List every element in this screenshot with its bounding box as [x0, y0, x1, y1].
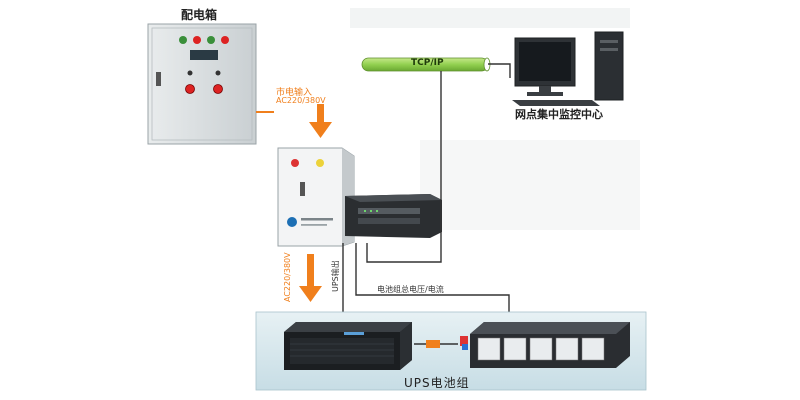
distribution-box-label: 配电箱: [181, 8, 218, 22]
monitoring-center-label: 网点集中监控中心: [515, 108, 603, 121]
meter-display-icon: [190, 50, 218, 60]
background-watermark: [420, 140, 640, 230]
ups-output-label: UPS输出: [331, 260, 340, 292]
monitoring-center-computer: [512, 31, 624, 106]
ups-battery-group-label: UPS电池组: [404, 376, 470, 390]
rack-monitoring-unit: [345, 194, 442, 238]
ac-input-voltage-label: AC220/380V: [276, 96, 326, 105]
battery-pack: [460, 322, 630, 368]
distribution-box: [147, 23, 257, 145]
ups-monitoring-cabinet: [277, 147, 355, 247]
ups-unit: [284, 322, 412, 370]
company-logo-icon: [287, 217, 297, 227]
ac-output-voltage-label: AC220/380V: [283, 252, 292, 302]
tcp-ip-network-bar: [361, 57, 491, 72]
ups-power-arrow: [299, 254, 322, 302]
battery-connector: [414, 340, 458, 348]
background-watermark: [350, 8, 630, 28]
cabinet-handle-icon: [156, 72, 161, 86]
tcp-ip-label: TCP/IP: [411, 58, 444, 68]
mains-input-label: 市电输入: [276, 88, 313, 98]
battery-signal-label: 电池组总电压/电流: [377, 285, 444, 294]
mains-input-arrow: [309, 104, 332, 138]
